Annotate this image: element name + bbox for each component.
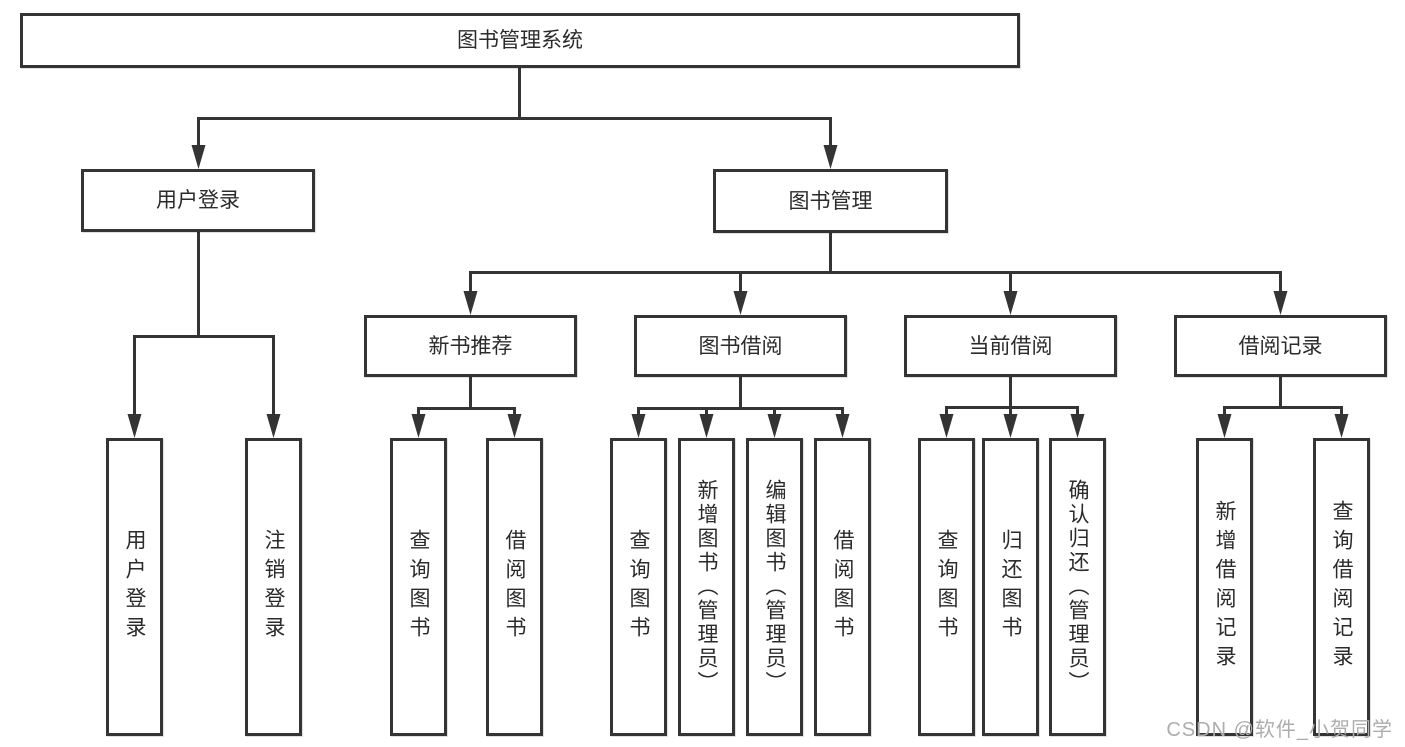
leaf-confirm-return-admin: 确认归还（管理员） (1049, 438, 1106, 736)
watermark-text: CSDN @软件_小贺同学 (1166, 719, 1393, 741)
leaf-logout: 注销登录 (245, 438, 302, 736)
leaf-query-book-borrow: 查询图书 (610, 438, 667, 736)
leaf-query-borrow-record: 查询借阅记录 (1313, 438, 1370, 736)
node-current-borrow: 当前借阅 (904, 315, 1117, 377)
arrowheads (127, 145, 1349, 438)
leaf-query-book-newrec: 查询图书 (390, 438, 447, 736)
leaf-edit-book-admin: 编辑图书（管理员） (746, 438, 803, 736)
node-root: 图书管理系统 (20, 13, 1020, 68)
leaf-return-book: 归还图书 (982, 438, 1039, 736)
node-book-borrow: 图书借阅 (634, 315, 847, 377)
leaf-add-book-admin: 新增图书（管理员） (678, 438, 735, 736)
leaf-query-book-current: 查询图书 (918, 438, 975, 736)
node-new-book-recommend: 新书推荐 (364, 315, 577, 377)
leaf-add-borrow-record: 新增借阅记录 (1196, 438, 1253, 736)
node-borrow-records: 借阅记录 (1174, 315, 1387, 377)
tree-edges (133, 68, 1343, 416)
node-book-management: 图书管理 (713, 169, 948, 233)
node-user-login: 用户登录 (81, 169, 315, 232)
leaf-borrow-book-newrec: 借阅图书 (486, 438, 543, 736)
leaf-borrow-book-borrow: 借阅图书 (814, 438, 871, 736)
leaf-user-login: 用户登录 (106, 438, 163, 736)
